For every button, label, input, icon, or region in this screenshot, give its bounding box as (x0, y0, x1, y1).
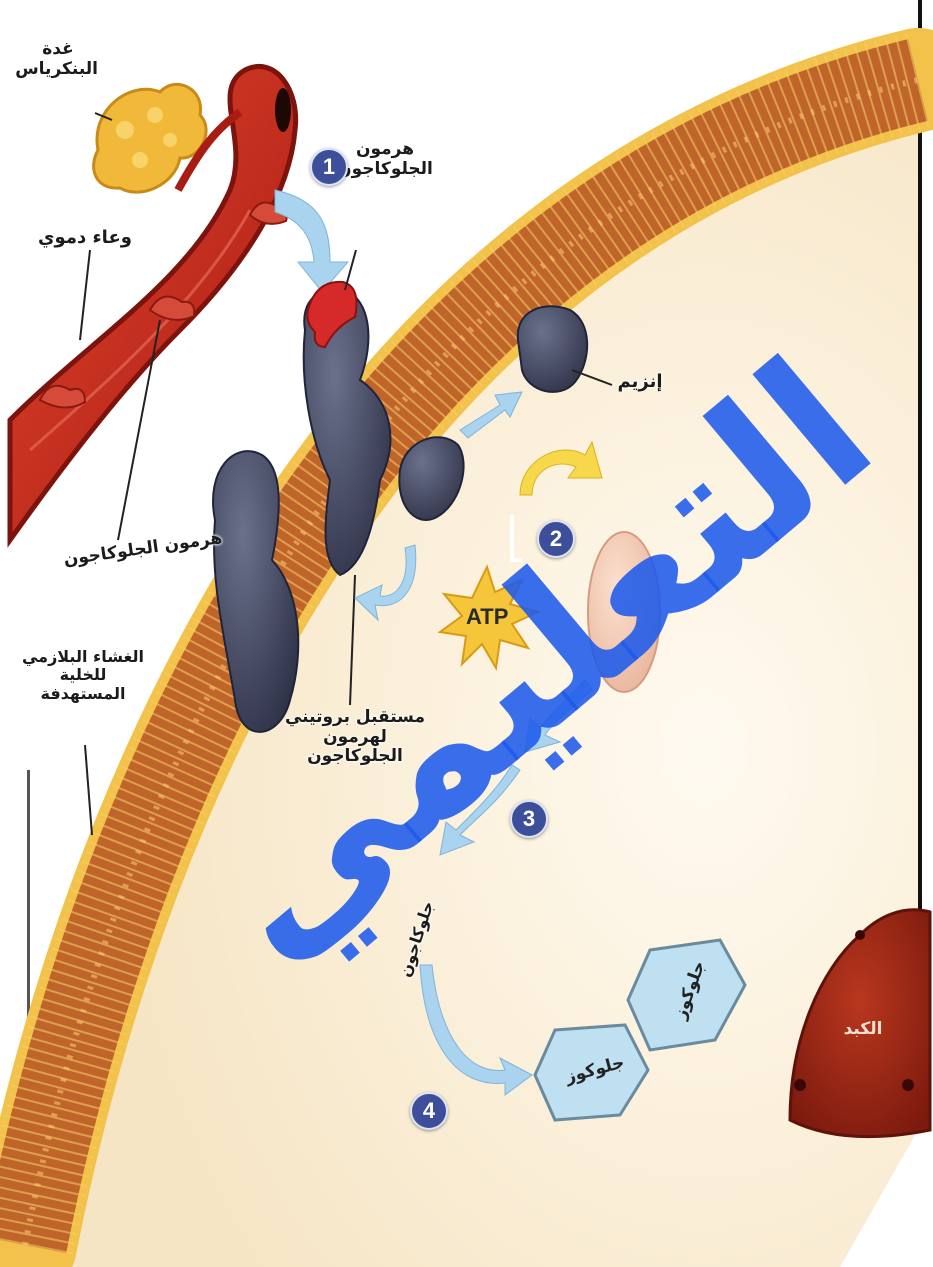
step-1-badge: 1 (310, 148, 348, 186)
pancreas-label: غدة البنكرياس (18, 40, 98, 79)
enzyme-label: إنزيم (610, 372, 670, 393)
blood-vessel-label: وعاء دموي (15, 228, 155, 249)
liver-label: الكبد (818, 1020, 908, 1040)
step-4-badge: 4 (410, 1092, 448, 1130)
plasma-membrane-label: الغشاء البلازمي للخلية المستهدفة (18, 648, 148, 703)
